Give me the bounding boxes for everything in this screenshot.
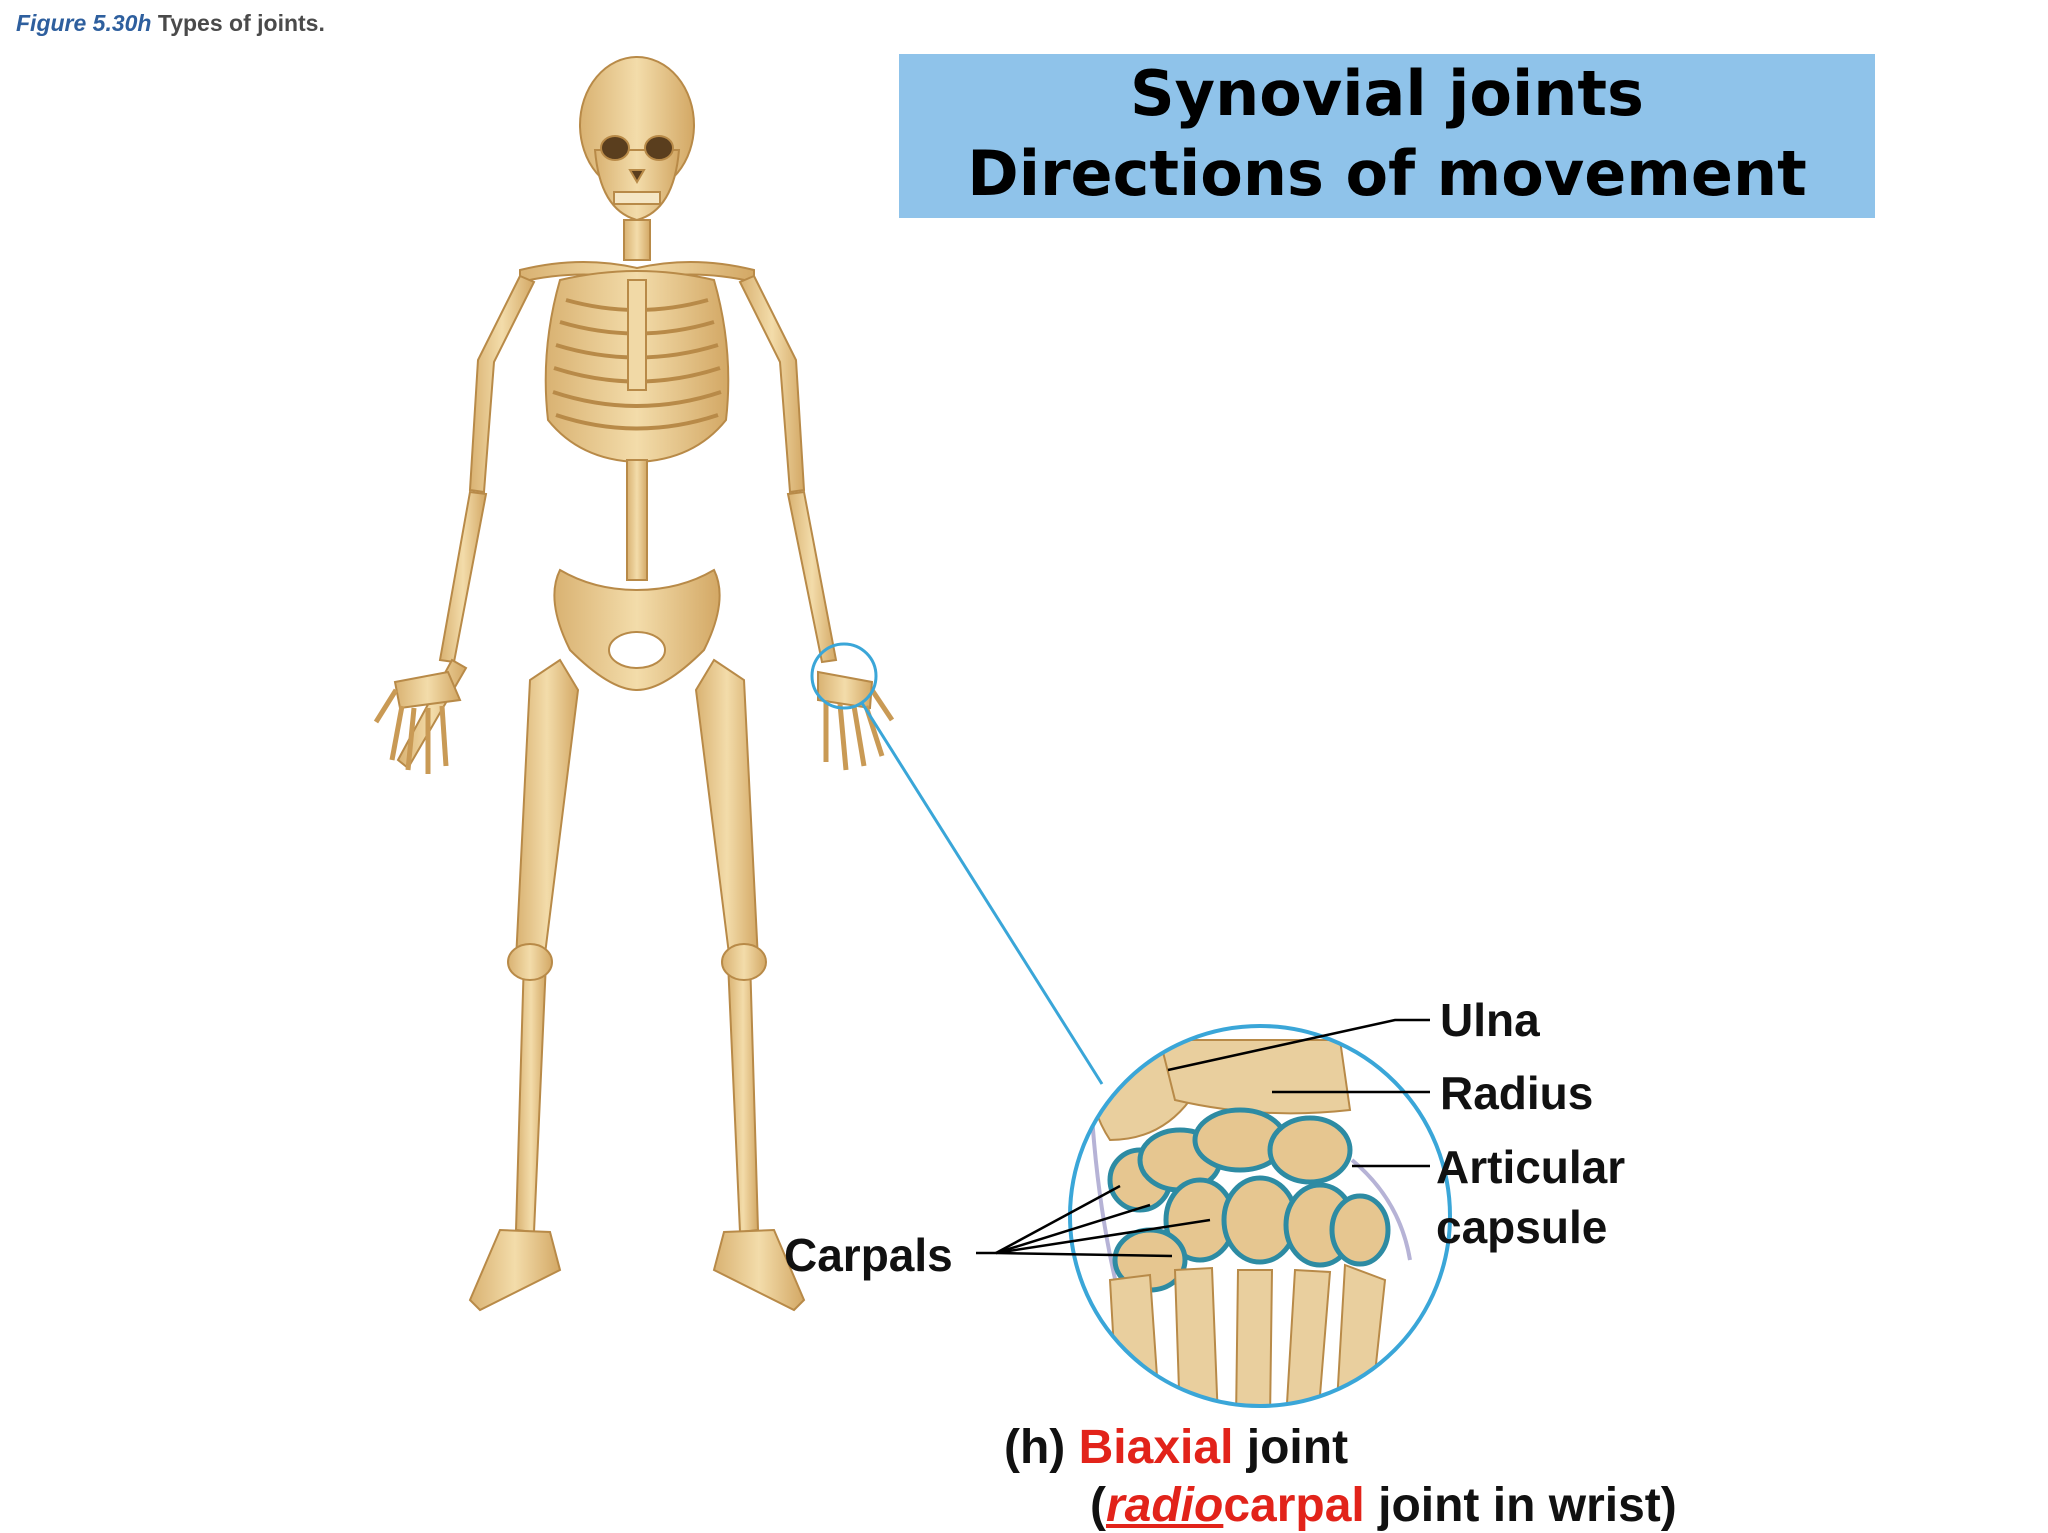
caption-example-rest: joint in wrist) — [1378, 1479, 1677, 1532]
caption-letter: (h) — [1004, 1421, 1066, 1474]
articular-capsule-label-line-2: capsule — [1436, 1201, 1608, 1253]
carpals-label: Carpals — [784, 1229, 953, 1281]
wrist-highlight-circle — [810, 642, 878, 710]
leader-lines — [976, 1018, 1430, 1258]
figure-caption: Figure 5.30h Types of joints. — [16, 10, 325, 37]
articular-capsule-label-line-1: Articular — [1436, 1141, 1626, 1193]
radius-bone — [1158, 1039, 1352, 1115]
skeleton — [373, 56, 895, 1312]
caption-example-prefix: radio — [1105, 1479, 1224, 1532]
zoom-connector-line — [860, 702, 1104, 1085]
diagram-caption-line-2: (radiocarpal joint in wrist) — [1090, 1478, 1677, 1533]
figure-number: Figure 5.30h — [16, 10, 152, 36]
title-line-2: Directions of movement — [967, 137, 1807, 210]
caption-example-suffix: carpal — [1223, 1479, 1365, 1532]
ulna-label: Ulna — [1440, 994, 1540, 1046]
caption-joint-type: Biaxial — [1078, 1421, 1234, 1474]
figure-caption-text: Types of joints. — [157, 10, 325, 36]
right-femur — [694, 658, 760, 964]
radius-label: Radius — [1440, 1067, 1594, 1119]
wrist-zoom — [1068, 1024, 1452, 1408]
caption-open-paren: ( — [1090, 1479, 1106, 1532]
caption-joint-word: joint — [1246, 1421, 1349, 1474]
pelvis — [553, 568, 721, 692]
title-line-1: Synovial joints — [1130, 57, 1644, 130]
left-femur — [514, 658, 580, 964]
title-banner: Synovial joints Directions of movement — [899, 54, 1875, 218]
diagram-caption-line-1: (h) Biaxial joint — [1004, 1420, 1348, 1475]
ulna-leader — [1167, 1018, 1430, 1072]
spine — [626, 459, 648, 581]
